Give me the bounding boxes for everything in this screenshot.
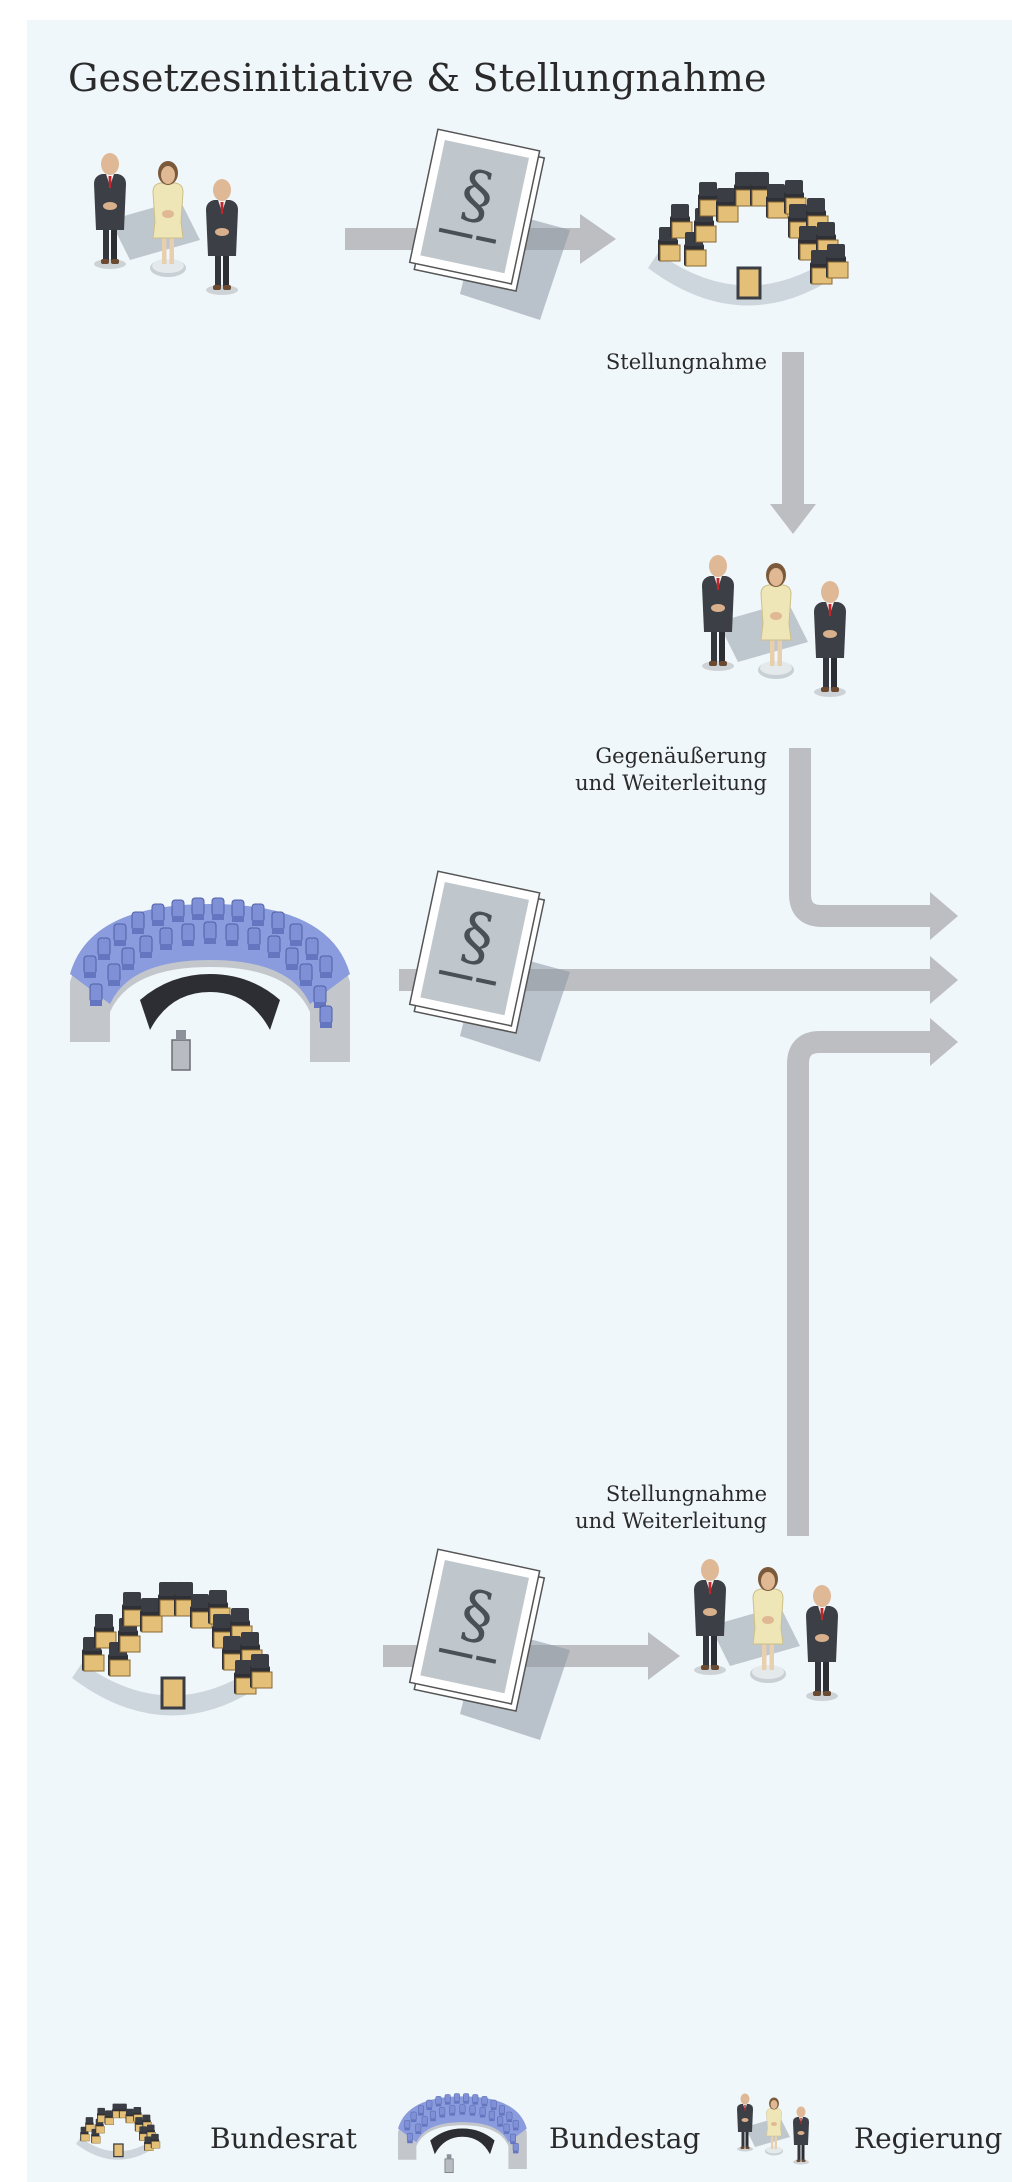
bundestag-icon [70, 898, 350, 1070]
legend-regierung-icon [737, 2094, 809, 2165]
document-paragraph-icon [407, 128, 571, 321]
legend-bundestag-icon [398, 2094, 527, 2173]
label-gegenaeusserung: Gegenäußerung und Weiterleitung [575, 744, 767, 795]
arrow-stellungnahme-up [787, 1031, 935, 1536]
document-paragraph-icon [407, 1548, 571, 1741]
legend-regierung-label: Regierung [854, 2122, 1003, 2155]
page-title: Gesetzesinitiative & Stellungnahme [68, 56, 767, 100]
arrow-stellungnahme-down [770, 352, 816, 534]
government-icon [94, 153, 238, 295]
legend-bundestag-label: Bundestag [549, 2122, 701, 2155]
document-paragraph-icon [407, 870, 571, 1063]
government-icon [694, 1559, 838, 1701]
legend-bundesrat-label: Bundesrat [210, 2122, 357, 2155]
arrow-gegenaeusserung [789, 748, 935, 927]
government-icon [702, 555, 846, 697]
bundesrat-icon [648, 172, 848, 306]
arrow-gegenaeusserung-head [930, 892, 958, 940]
bundesrat-icon [72, 1582, 272, 1716]
label-stellungnahme-weiterleitung: Stellungnahme und Weiterleitung [575, 1482, 767, 1533]
diagram-panel [27, 20, 1012, 2182]
arrow-stellungnahme-up-head [930, 1018, 958, 1066]
label-stellungnahme: Stellungnahme [605, 350, 767, 374]
legend-bundesrat-icon [76, 2104, 160, 2160]
